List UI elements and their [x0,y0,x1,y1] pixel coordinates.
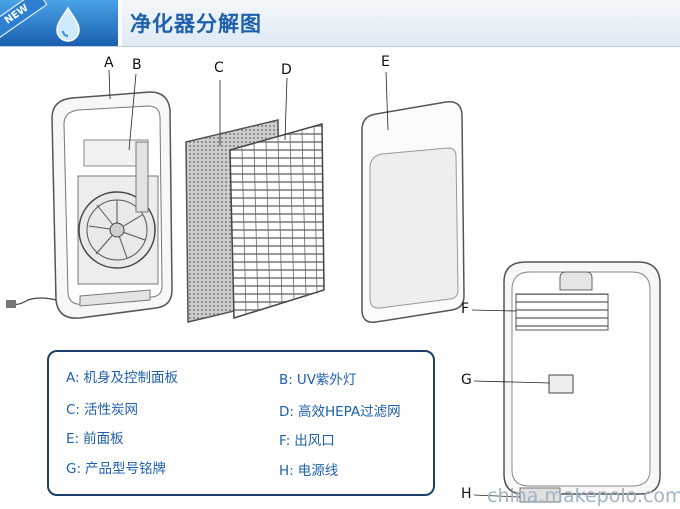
water-drop-logo-icon [56,6,80,42]
hepa-filter-illustration [229,77,325,320]
callout-c: C [214,60,224,76]
page-title: 净化器分解图 [130,12,262,36]
legend-label: 活性炭网 [83,402,138,418]
legend-label: 出风口 [294,433,335,449]
legend-item-f: F:出风口 [279,429,335,449]
legend-code: D: [279,404,294,420]
legend-item-g: G:产品型号铭牌 [66,457,166,477]
legend-label: 机身及控制面板 [83,370,179,386]
legend-code: H: [279,463,294,479]
legend-code: G: [66,461,82,477]
legend-code: A: [66,370,80,386]
legend-label: UV紫外灯 [296,372,357,388]
assembled-purifier-illustration [471,261,661,503]
legend-item-d: D:高效HEPA过滤网 [279,400,401,420]
callout-a: A [104,55,114,71]
legend-item-e: E:前面板 [66,427,124,447]
legend-code: B: [279,372,293,388]
header-bar: NEW 净化器分解图 [0,0,680,47]
legend-item-h: H:电源线 [279,459,338,479]
legend-label: 产品型号铭牌 [85,461,167,477]
legend-item-c: C:活性炭网 [66,398,138,418]
legend-code: E: [66,431,80,447]
legend-label: 电源线 [297,463,339,479]
parts-legend: A:机身及控制面板 B:UV紫外灯 C:活性炭网 D:高效HEPA过滤网 E:前… [47,350,435,496]
callout-g: G [461,372,472,388]
callout-d: D [281,62,292,78]
legend-code: C: [66,402,80,418]
header-divider [118,0,122,46]
watermark: china.makepolo.com [487,485,680,507]
front-panel-illustration [361,71,465,323]
body-unit-illustration [6,69,173,319]
legend-item-a: A:机身及控制面板 [66,366,178,386]
callout-b: B [132,57,142,73]
legend-item-b: B:UV紫外灯 [279,368,356,388]
callout-h: H [461,486,472,502]
callout-f: F [461,301,470,317]
legend-label: 高效HEPA过滤网 [297,404,401,420]
legend-label: 前面板 [83,431,124,447]
legend-code: F: [279,433,291,449]
callout-e: E [381,54,390,70]
